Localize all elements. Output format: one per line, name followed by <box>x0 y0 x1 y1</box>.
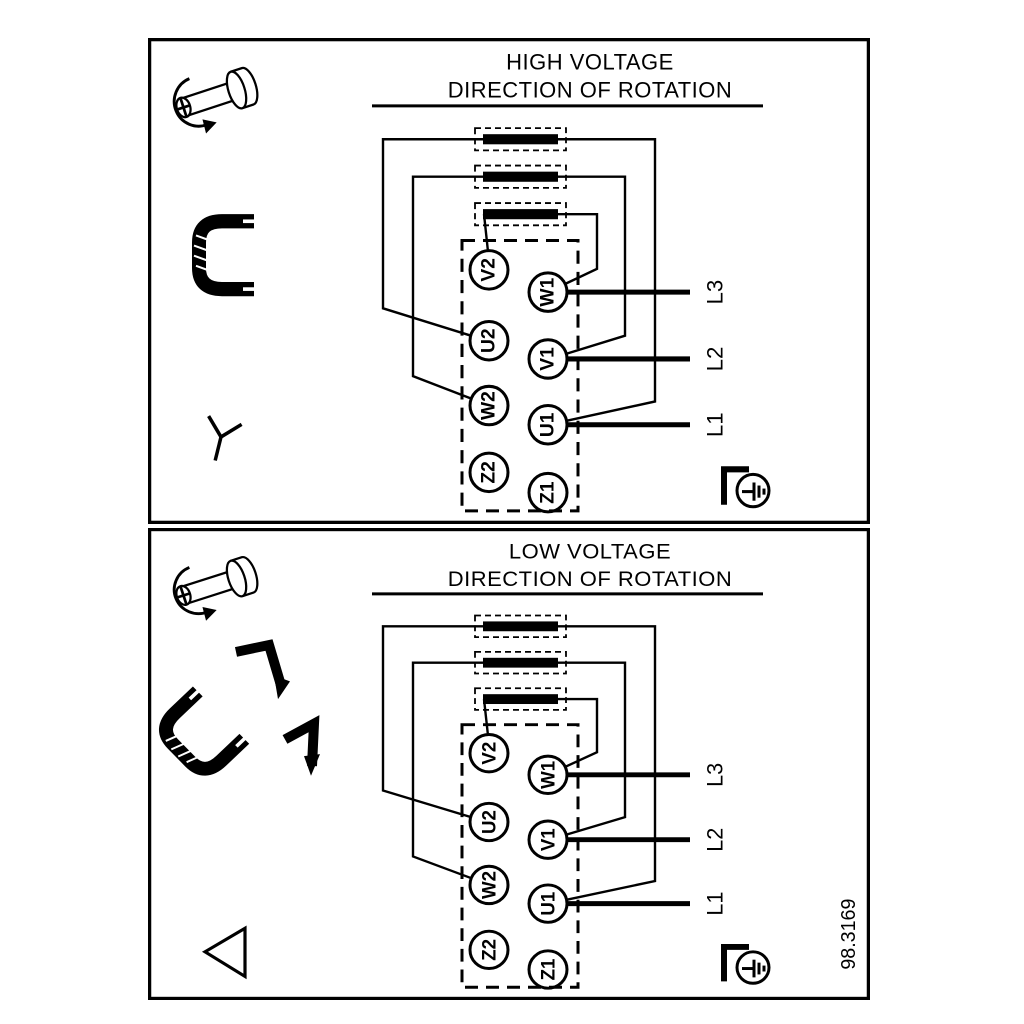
jumper-bracket-icon <box>194 219 255 290</box>
panel-title: LOW VOLTAGE <box>509 539 671 564</box>
terminal-board-wiring <box>372 106 763 512</box>
terminal-label: U2 <box>479 328 500 353</box>
panel-subtitle: DIRECTION OF ROTATION <box>448 566 732 591</box>
panel-subtitle: DIRECTION OF ROTATION <box>448 78 733 103</box>
delta-jumper-links-icon <box>153 639 320 781</box>
terminal-label: Z2 <box>479 461 500 483</box>
supply-line-label: L1 <box>702 892 727 916</box>
terminal-board-wiring <box>372 594 763 988</box>
jumper-link-icon <box>234 639 286 687</box>
terminal-label: Z1 <box>538 481 559 504</box>
earth-terminal-icon <box>724 947 769 983</box>
jumper-link-tip-icon <box>304 754 320 776</box>
terminal-label: U1 <box>538 412 559 437</box>
terminal-label: W2 <box>478 871 499 899</box>
star-connection-icon <box>207 415 243 461</box>
terminal-label: W1 <box>537 761 558 789</box>
panel-border <box>148 528 870 1000</box>
jumper-link-icon <box>282 715 320 767</box>
supply-line-label: L3 <box>702 763 727 787</box>
jumper-bracket-rotated-icon <box>153 689 246 781</box>
terminal-label: W2 <box>479 391 500 420</box>
supply-line-label: L2 <box>703 347 728 372</box>
terminal-label: U1 <box>537 892 558 916</box>
terminal-label: V2 <box>479 258 500 282</box>
panel-border <box>148 38 870 524</box>
supply-line-label: L3 <box>703 280 728 305</box>
terminal-label: W1 <box>538 277 559 306</box>
panel-title: HIGH VOLTAGE <box>506 49 674 74</box>
high-voltage-panel: HIGH VOLTAGE DIRECTION OF ROTATION V2 U2… <box>148 38 870 524</box>
terminal-label: V1 <box>537 828 558 851</box>
terminal-label: V1 <box>538 347 559 371</box>
delta-connection-icon <box>201 925 247 980</box>
terminal-label: U2 <box>478 810 499 834</box>
terminal-label: Z2 <box>478 939 499 961</box>
screw-rotation-icon <box>166 57 267 142</box>
supply-line-label: L1 <box>703 412 728 437</box>
earth-terminal-icon <box>724 469 769 506</box>
jumper-link-tip-icon <box>274 675 290 700</box>
terminal-label: Z1 <box>537 959 558 981</box>
low-voltage-panel: LOW VOLTAGE DIRECTION OF ROTATION V2 U2 … <box>148 528 870 1000</box>
supply-line-label: L2 <box>702 828 727 852</box>
terminal-label: V2 <box>478 742 499 765</box>
screw-rotation-icon <box>166 547 267 629</box>
figure-number: 98.3169 <box>838 899 860 970</box>
